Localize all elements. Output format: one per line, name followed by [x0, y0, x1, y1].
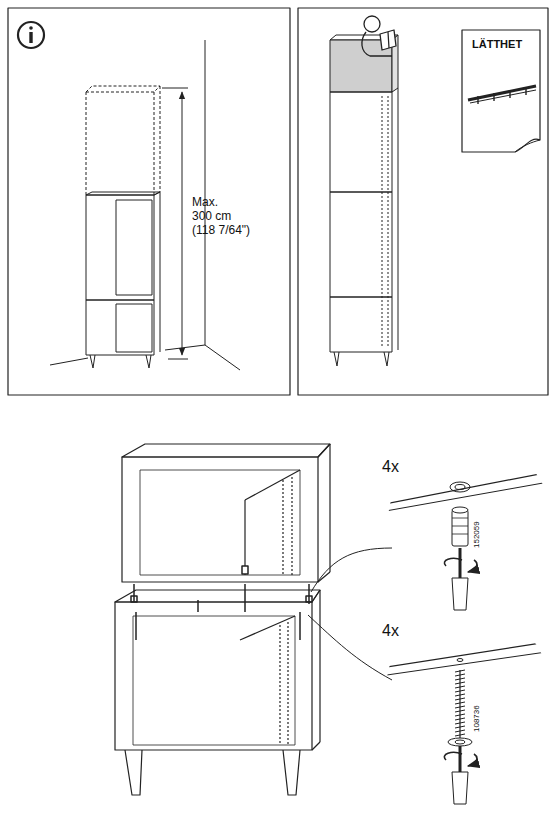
screw-thread	[455, 706, 465, 708]
leader-line	[308, 548, 392, 680]
dimension-line	[162, 88, 188, 359]
dimension-text: 300 cm	[192, 210, 231, 224]
tall-cabinet	[330, 35, 398, 366]
upper-cabinet	[122, 444, 330, 582]
cabinet	[86, 192, 160, 368]
panel-frame	[298, 8, 548, 395]
screw-thread	[455, 722, 465, 724]
panel-frame	[8, 8, 290, 395]
booklet-title: LÄTTHET	[472, 38, 522, 51]
screw-thread	[455, 694, 465, 696]
screw-thread	[455, 670, 465, 672]
screw-thread	[455, 710, 465, 712]
quantity: 4x	[382, 622, 399, 640]
info-icon	[18, 22, 44, 48]
screw-thread	[455, 718, 465, 720]
room-corner	[50, 40, 240, 370]
screw-thread	[455, 698, 465, 700]
screw-thread	[455, 726, 465, 728]
dowels-screws	[131, 566, 312, 640]
screw-thread	[455, 678, 465, 680]
screw-thread	[455, 686, 465, 688]
dimension-text: (118 7/64")	[192, 224, 250, 238]
screw-thread	[455, 690, 465, 692]
dashed-cabinet	[86, 86, 160, 195]
detail-dowel	[380, 440, 556, 610]
part-number: 152059	[472, 521, 481, 548]
screw-thread	[455, 702, 465, 704]
screw-thread	[455, 674, 465, 676]
part-number: 108736	[472, 705, 481, 732]
lower-cabinet	[115, 590, 320, 795]
booklet	[462, 30, 540, 152]
screw-thread	[455, 682, 465, 684]
quantity: 4x	[382, 458, 399, 476]
detail-screw	[380, 640, 556, 804]
screw-thread	[455, 734, 465, 736]
screw-thread	[455, 730, 465, 732]
reading-man-icon	[362, 16, 396, 56]
dimension-text: Max.	[192, 196, 218, 210]
screw-thread	[455, 714, 465, 716]
